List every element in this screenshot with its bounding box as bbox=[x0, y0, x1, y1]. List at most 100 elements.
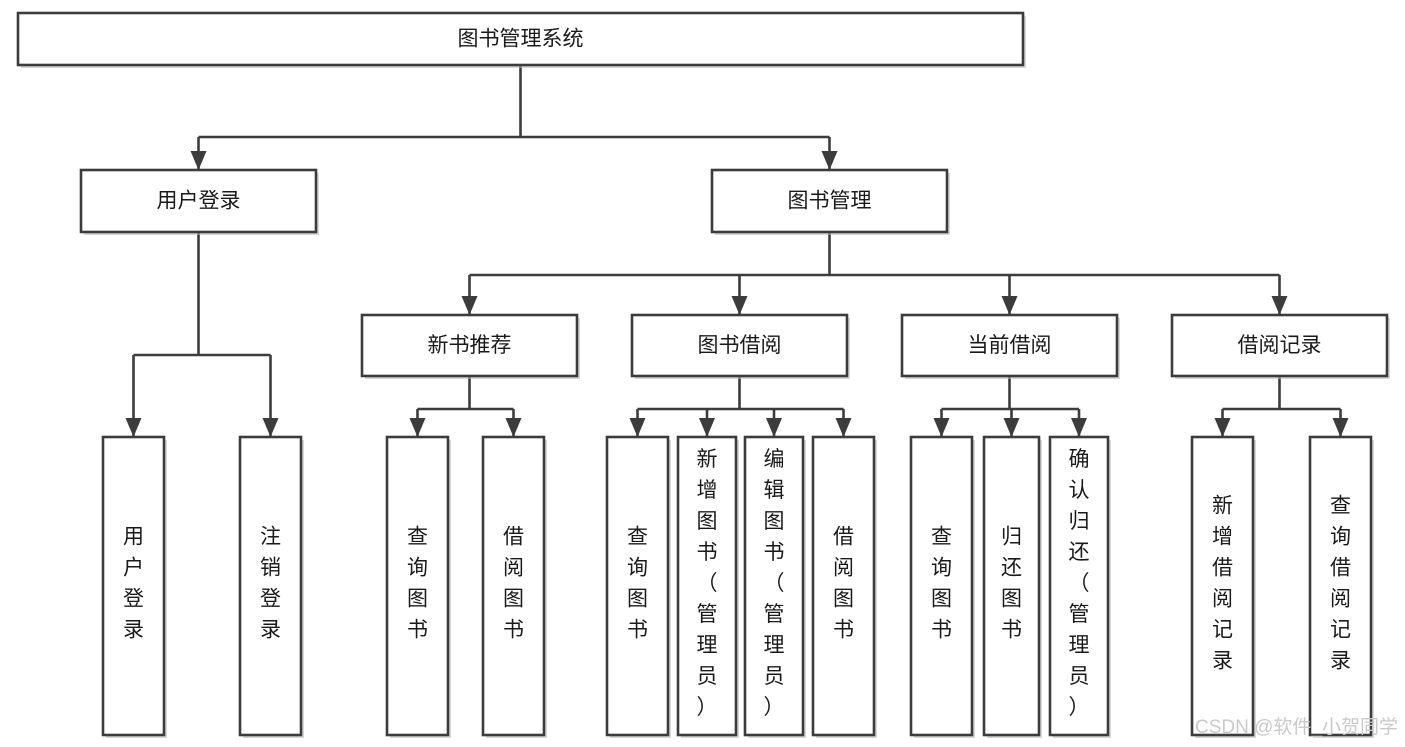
node-label-char: 销 bbox=[260, 557, 281, 580]
node-label-char: 辑 bbox=[764, 479, 785, 502]
node-label-char: 理 bbox=[1069, 634, 1090, 657]
management-to-level3-arrow bbox=[461, 296, 478, 315]
box-outline[interactable] bbox=[16, 11, 1025, 67]
box-outline[interactable] bbox=[1170, 313, 1389, 378]
box-outline[interactable] bbox=[743, 435, 805, 737]
node-label-char: 书 bbox=[931, 619, 952, 642]
node-label-char: 录 bbox=[260, 619, 281, 642]
box-outline[interactable] bbox=[1190, 435, 1255, 737]
node-label-char: 还 bbox=[1001, 557, 1022, 580]
box-outline[interactable] bbox=[481, 435, 546, 737]
box-outline[interactable] bbox=[79, 168, 318, 234]
box-outline[interactable] bbox=[605, 435, 670, 737]
node-label-char: 增 bbox=[1212, 526, 1233, 549]
node-label: 用户登录 bbox=[157, 190, 241, 213]
box-outline[interactable] bbox=[900, 313, 1119, 378]
login-to-leaves-arrow bbox=[125, 418, 142, 437]
node-label-char: 书 bbox=[1001, 619, 1022, 642]
node-label-char: 新 bbox=[697, 448, 718, 471]
node-label-char: 管 bbox=[764, 603, 785, 626]
box-outline[interactable] bbox=[630, 313, 849, 378]
box-outline[interactable] bbox=[238, 435, 303, 737]
node-label-char: （ bbox=[1069, 572, 1090, 595]
node-label-char: 询 bbox=[627, 557, 648, 580]
node-label-char: 确 bbox=[1069, 448, 1090, 471]
book-borrow-to-leaves-arrow bbox=[766, 418, 782, 437]
box-outline[interactable] bbox=[1308, 435, 1373, 737]
node-label-char: 用 bbox=[123, 526, 144, 549]
new-book-recommend-to-leaves-arrow bbox=[505, 418, 522, 437]
current-borrow-to-leaves-arrow bbox=[933, 418, 950, 437]
box-outline[interactable] bbox=[1048, 435, 1110, 737]
node-label-char: ） bbox=[764, 696, 785, 719]
node-label-char: 记 bbox=[1330, 619, 1351, 642]
node-label-char: 图 bbox=[407, 588, 428, 611]
level3-node-new-book-recommend[interactable]: 新书推荐 bbox=[360, 313, 580, 379]
borrow-record-to-leaves-arrow bbox=[1214, 418, 1231, 437]
node-label-char: 书 bbox=[503, 619, 524, 642]
leaf-node-leaf-user-login[interactable]: 用户登录 bbox=[101, 435, 167, 738]
node-label-char: 员 bbox=[1069, 665, 1090, 688]
node-label-char: （ bbox=[764, 572, 785, 595]
box-outline[interactable] bbox=[385, 435, 450, 737]
node-label-char: 员 bbox=[764, 665, 785, 688]
level3-node-borrow-record[interactable]: 借阅记录 bbox=[1170, 313, 1390, 379]
level3-node-current-borrow[interactable]: 当前借阅 bbox=[900, 313, 1120, 379]
node-label-char: 编 bbox=[764, 448, 785, 471]
root-to-level2-arrow bbox=[821, 151, 838, 170]
box-outline[interactable] bbox=[982, 435, 1041, 737]
borrow-record-to-leaves-arrow bbox=[1332, 418, 1349, 437]
box-outline[interactable] bbox=[676, 435, 738, 737]
node-label-char: 查 bbox=[407, 526, 428, 549]
node-label: 图书借阅 bbox=[698, 334, 782, 357]
node-label-char: 书 bbox=[627, 619, 648, 642]
node-label: 图书管理 bbox=[788, 190, 872, 213]
csdn-watermark: CSDN @软件_小贺同学 bbox=[1195, 716, 1398, 738]
node-label-char: 理 bbox=[697, 634, 718, 657]
node-label-char: 询 bbox=[1330, 526, 1351, 549]
node-label-char: 记 bbox=[1212, 619, 1233, 642]
node-label-char: 阅 bbox=[1212, 588, 1233, 611]
book-borrow-to-leaves-arrow bbox=[629, 418, 646, 437]
node-label-char: 查 bbox=[931, 526, 952, 549]
node-label-char: 员 bbox=[697, 665, 718, 688]
box-outline[interactable] bbox=[360, 313, 579, 378]
connectors-layer bbox=[125, 65, 1349, 437]
current-borrow-to-leaves-arrow bbox=[1071, 418, 1087, 437]
node-label-char: 增 bbox=[697, 479, 718, 502]
new-book-recommend-to-leaves-arrow bbox=[409, 418, 426, 437]
node-label-char: 录 bbox=[1330, 650, 1351, 673]
box-outline[interactable] bbox=[101, 435, 166, 737]
node-label-char: 阅 bbox=[503, 557, 524, 580]
node-label-char: 图 bbox=[764, 510, 785, 533]
management-to-level3-arrow bbox=[1001, 296, 1018, 315]
level3-node-book-borrow[interactable]: 图书借阅 bbox=[630, 313, 850, 379]
box-outline[interactable] bbox=[909, 435, 974, 737]
node-label-char: 借 bbox=[833, 526, 854, 549]
node-label-char: 书 bbox=[764, 541, 785, 564]
node-label-char: 询 bbox=[407, 557, 428, 580]
level2-node-book-management[interactable]: 图书管理 bbox=[710, 168, 950, 235]
root-node-book-management-system[interactable]: 图书管理系统 bbox=[16, 11, 1026, 68]
box-outline[interactable] bbox=[710, 168, 949, 234]
node-label-char: 管 bbox=[1069, 603, 1090, 626]
node-label-char: 图 bbox=[627, 588, 648, 611]
management-to-level3-arrow bbox=[1271, 296, 1288, 315]
box-outline[interactable] bbox=[811, 435, 876, 737]
node-label-char: 新 bbox=[1212, 495, 1233, 518]
node-label-char: 阅 bbox=[1330, 588, 1351, 611]
level2-node-user-login[interactable]: 用户登录 bbox=[79, 168, 319, 235]
